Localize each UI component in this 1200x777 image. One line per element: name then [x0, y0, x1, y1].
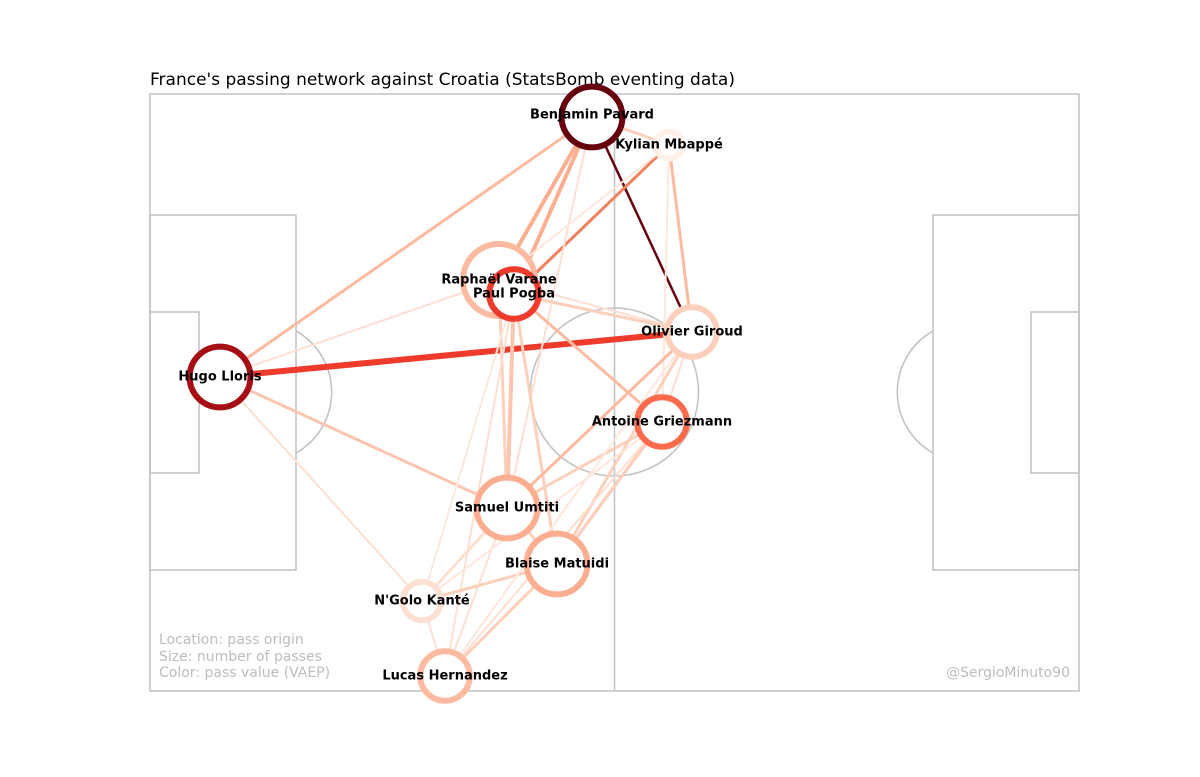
player-label-griezmann: Antoine Griezmann	[592, 415, 732, 430]
player-label-mbappe: Kylian Mbappé	[615, 138, 723, 153]
legend-location: Location: pass origin	[159, 632, 304, 648]
pass-edge-mbappe-giroud	[667, 144, 694, 333]
player-label-pogba: Paul Pogba	[473, 287, 555, 302]
player-label-umtiti: Samuel Umtiti	[455, 501, 559, 516]
player-node-umtiti	[473, 474, 541, 542]
player-node-griezmann	[634, 394, 690, 450]
pass-edge-lloris-varane	[219, 279, 500, 378]
player-node-matuidi	[523, 530, 591, 598]
pass-edge-lloris-umtiti	[219, 375, 508, 510]
player-node-pogba	[486, 266, 542, 322]
pass-edge-pogba-kante	[421, 293, 515, 602]
pass-edges	[219, 115, 694, 678]
pass-edge-giroud-matuidi	[555, 331, 694, 565]
right-six-yard-box	[1030, 311, 1080, 474]
pass-edge-hernandez-giroud	[444, 331, 693, 677]
pass-edge-pavard-giroud	[590, 116, 694, 333]
player-node-mbappe	[652, 128, 686, 162]
player-label-kante: N'Golo Kanté	[374, 594, 470, 609]
player-node-kante	[399, 578, 445, 624]
legend-color: Color: pass value (VAEP)	[159, 665, 330, 681]
right-penalty-arc	[896, 330, 934, 454]
player-node-hernandez	[417, 648, 473, 704]
pass-edge-pavard-umtiti	[506, 116, 593, 509]
pass-edge-lloris-giroud	[219, 329, 693, 380]
author-credit: @SergioMinuto90	[946, 665, 1070, 681]
pass-edge-pogba-giroud	[513, 292, 693, 334]
pitch	[149, 93, 1080, 692]
left-penalty-arc	[295, 330, 333, 454]
pass-edge-lloris-kante	[219, 376, 423, 602]
player-node-lloris	[186, 343, 254, 411]
pass-edge-pogba-hernandez	[444, 293, 515, 677]
player-nodes	[186, 83, 720, 704]
legend-notes: Location: pass origin Size: number of pa…	[159, 632, 330, 681]
pass-edge-mbappe-pogba	[512, 143, 671, 296]
player-node-pavard	[558, 83, 626, 151]
pass-edge-mbappe-griezmann	[661, 144, 670, 423]
player-label-lloris: Hugo Lloris	[178, 370, 261, 385]
legend-size: Size: number of passes	[159, 649, 322, 665]
pass-edge-kante-griezmann	[421, 421, 663, 602]
pass-edge-pogba-matuidi	[512, 293, 559, 565]
pass-edge-giroud-umtiti	[505, 330, 694, 510]
player-label-giroud: Olivier Giroud	[641, 325, 743, 340]
player-node-giroud	[664, 304, 720, 360]
right-penalty-area	[932, 214, 1080, 571]
player-label-matuidi: Blaise Matuidi	[505, 557, 609, 572]
figure-title: France's passing network against Croatia…	[150, 70, 735, 90]
player-label-pavard: Benjamin Pavard	[530, 108, 654, 123]
pass-edge-lloris-pavard	[219, 115, 593, 379]
player-label-varane: Raphaël Varane	[441, 273, 556, 288]
player-label-hernandez: Lucas Hernandez	[382, 669, 507, 684]
pass-edge-pogba-umtiti	[505, 293, 516, 509]
